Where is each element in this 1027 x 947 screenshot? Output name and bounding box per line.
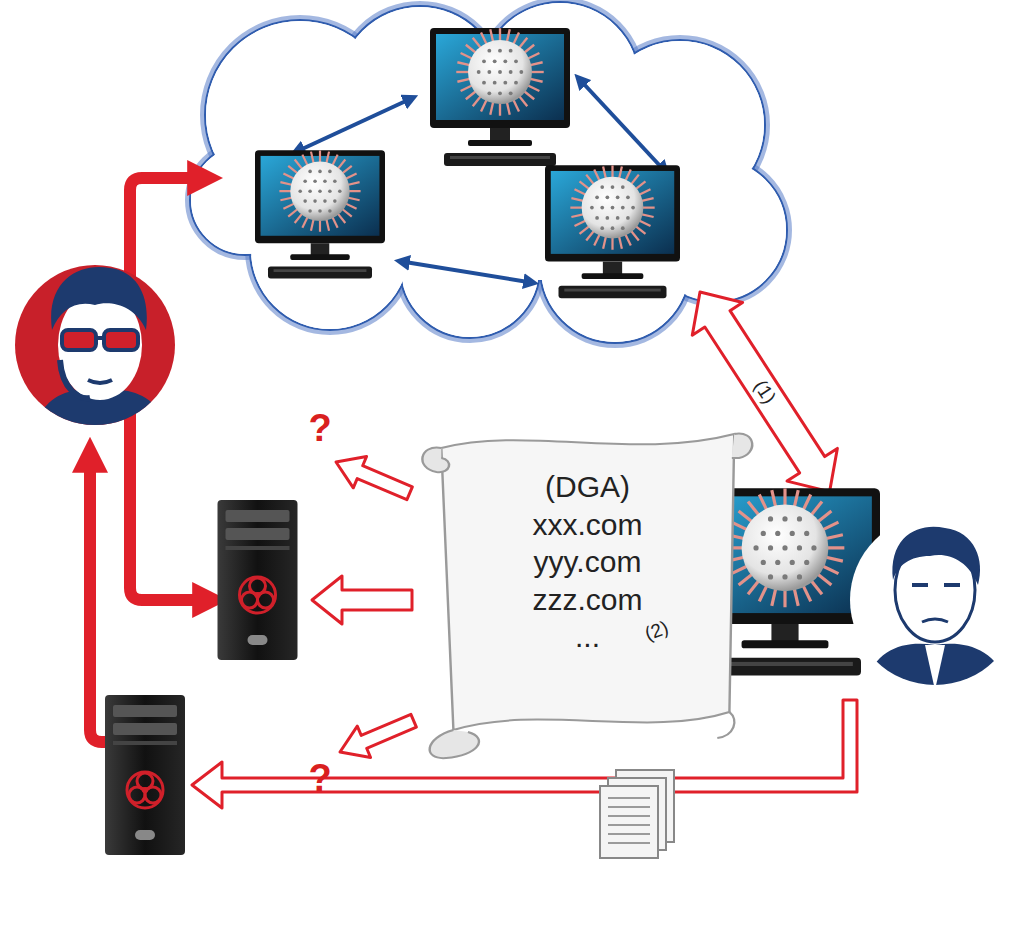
- server-tower: [218, 500, 298, 660]
- bot-computer: [545, 165, 680, 298]
- server-tower: [105, 695, 185, 855]
- callout-number: (1): [749, 376, 780, 407]
- control-arrows: [90, 178, 203, 742]
- unknown-mark: ?: [308, 757, 331, 800]
- bot-computer: [430, 28, 570, 166]
- dga-scroll: (DGA)xxx.comyyy.comzzz.com...: [405, 420, 750, 765]
- unknown-mark: ?: [308, 407, 331, 450]
- domain-text: yyy.com: [534, 543, 642, 581]
- victim-portrait: [850, 515, 1020, 700]
- cloud-outline-inner: [190, 2, 787, 343]
- domain-text: ...: [575, 618, 600, 656]
- domain-text: xxx.com: [532, 506, 642, 544]
- cloud-outline: [190, 2, 787, 343]
- attacker-portrait: [15, 265, 175, 440]
- documents-icon: [600, 770, 674, 858]
- domain-text: zzz.com: [532, 581, 642, 619]
- bot-computer: [255, 150, 385, 278]
- domain-text: (DGA): [545, 468, 630, 506]
